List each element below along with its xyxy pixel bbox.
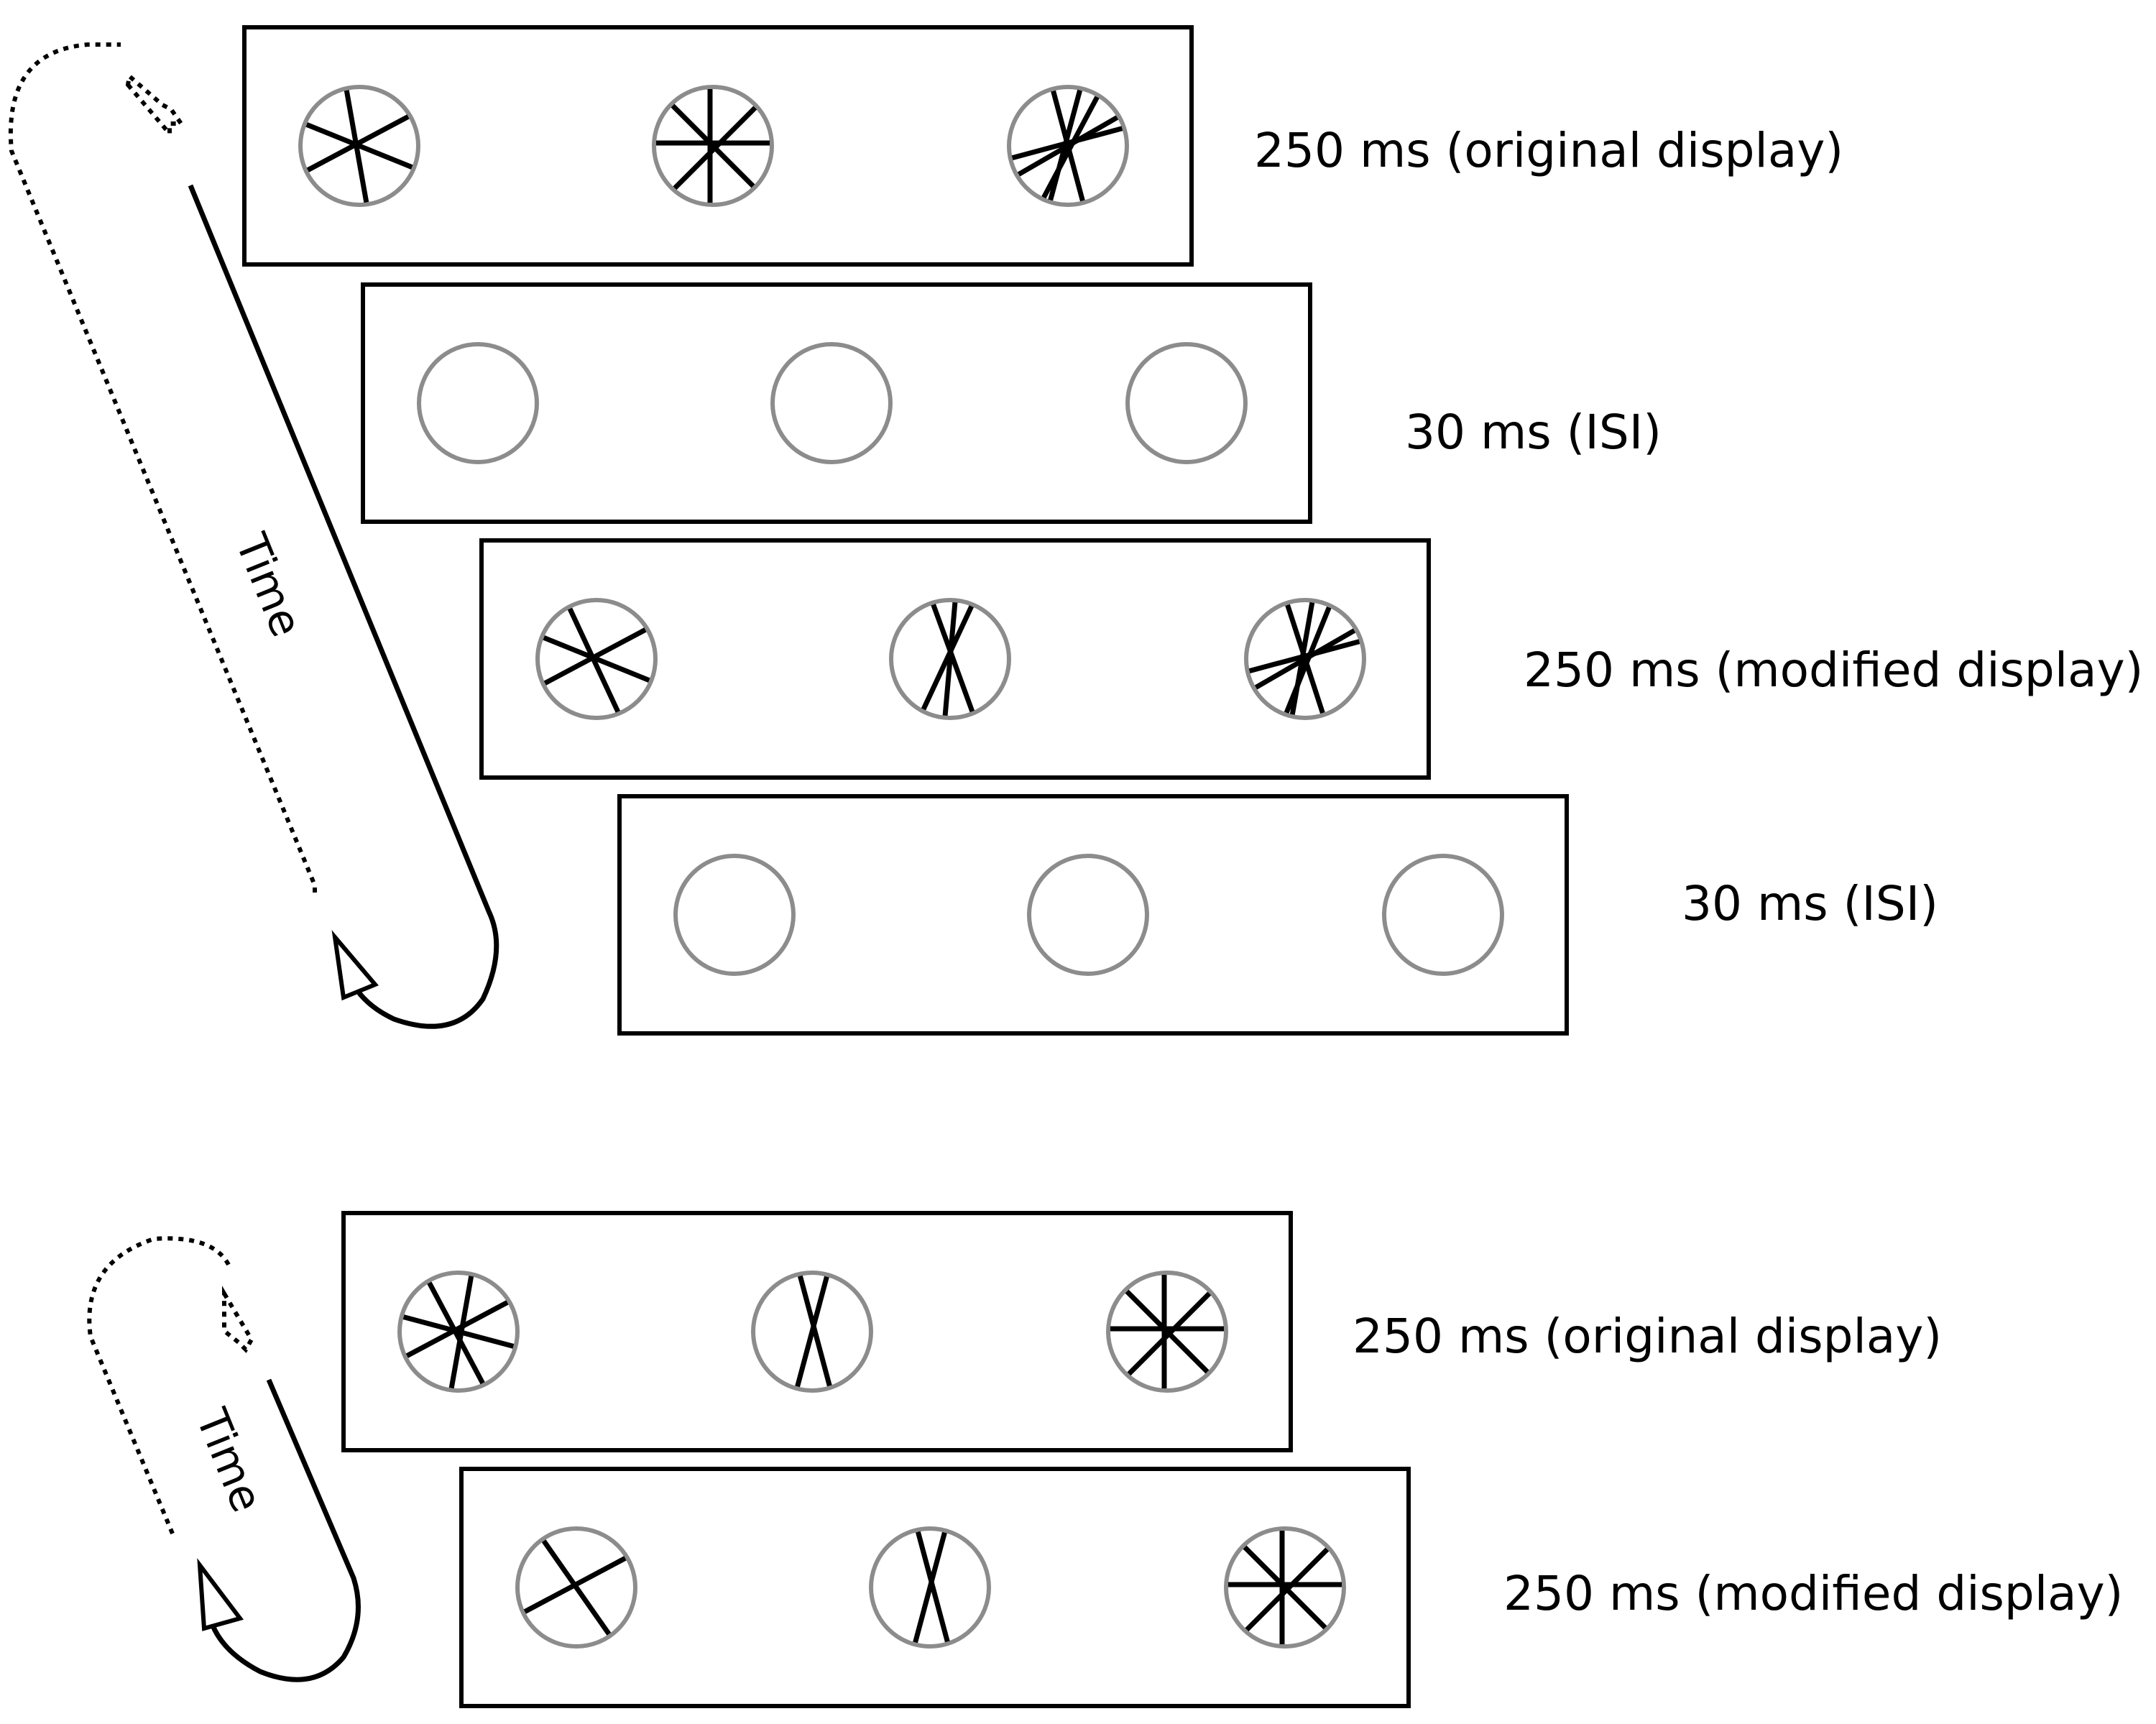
display-frame: 250 ms (original display) xyxy=(341,1211,1942,1452)
frame-duration-label: 250 ms (original display) xyxy=(1254,123,1843,178)
stimulus-line xyxy=(1127,1291,1212,1376)
display-frame: 30 ms (ISI) xyxy=(617,794,1938,1036)
stimulus xyxy=(1125,342,1248,464)
frame-duration-label: 250 ms (original display) xyxy=(1353,1309,1942,1364)
stimulus-line xyxy=(795,1276,829,1388)
stimulus xyxy=(298,85,420,207)
stimulus-line xyxy=(673,106,757,190)
stimulus xyxy=(397,1271,520,1393)
stimulus xyxy=(770,342,893,464)
display-frame: 250 ms (original display) xyxy=(242,25,1843,267)
stimulus-line xyxy=(913,1531,947,1644)
stimulus-circle xyxy=(417,342,539,464)
stimulus xyxy=(535,598,658,720)
stimulus-line xyxy=(1243,1545,1327,1630)
time-label: Time xyxy=(185,1401,272,1518)
time-arrow-path xyxy=(188,184,499,1029)
stimulus xyxy=(673,854,796,976)
display-frame: 250 ms (modified display) xyxy=(479,538,2143,780)
bottom-diagram: 250 ms (modified display) 250 ms (origina… xyxy=(87,1211,2123,1708)
stimulus xyxy=(417,342,539,464)
stimulus-line xyxy=(344,90,369,203)
stimulus xyxy=(1382,854,1504,976)
stimulus xyxy=(1106,1271,1228,1393)
stimulus-line xyxy=(543,635,650,683)
stimulus xyxy=(1007,85,1129,207)
time-label: Time xyxy=(225,526,311,643)
frame-duration-label: 250 ms (modified display) xyxy=(1503,1566,2123,1621)
stimulus-circle xyxy=(1382,854,1504,976)
stimulus-line xyxy=(931,604,975,713)
stimulus xyxy=(1244,598,1366,720)
stimulus xyxy=(1027,854,1149,976)
display-frame: 30 ms (ISI) xyxy=(361,282,1662,524)
stimulus-circle xyxy=(1125,342,1248,464)
stimulus-circle xyxy=(1027,854,1149,976)
time-arrow-path xyxy=(210,1378,361,1682)
stimulus-line xyxy=(921,605,974,711)
loop-back-dashed-path xyxy=(87,1236,232,1535)
stimulus xyxy=(869,1526,991,1649)
stimulus xyxy=(515,1526,637,1649)
loop-back-dashed-arrowhead xyxy=(125,72,185,140)
stimulus-circle xyxy=(770,342,893,464)
stimulus-line xyxy=(427,1281,485,1385)
stimulus xyxy=(889,598,1011,720)
time-arrow-head xyxy=(197,1558,244,1631)
loop-back-dashed-arrowhead xyxy=(222,1286,254,1353)
stimulus-line xyxy=(1245,1547,1330,1632)
top-diagram: 30 ms (ISI) 250 ms (modified display) 30 m… xyxy=(9,25,2143,1036)
stimulus-circle xyxy=(673,854,796,976)
stimulus-line xyxy=(942,601,958,716)
stimulus-line xyxy=(541,1539,612,1636)
stimulus xyxy=(751,1271,873,1393)
stimulus-line xyxy=(1017,115,1119,177)
frame-duration-label: 250 ms (modified display) xyxy=(1524,642,2143,698)
stimulus xyxy=(1224,1526,1346,1649)
stimulus-line xyxy=(305,122,413,170)
stimulus-line xyxy=(1254,628,1356,690)
loop-back-dashed-path xyxy=(9,42,317,893)
stimulus-line xyxy=(671,103,755,188)
stimulus-line xyxy=(567,607,620,713)
stimulus-line xyxy=(402,1314,515,1349)
frame-duration-label: 30 ms (ISI) xyxy=(1405,405,1662,460)
stimulus xyxy=(652,85,774,207)
time-arrow-head xyxy=(331,930,379,1001)
stimulus-line xyxy=(1125,1289,1210,1374)
frame-duration-label: 30 ms (ISI) xyxy=(1682,876,1938,931)
stimulus-line xyxy=(448,1276,474,1389)
display-frame: 250 ms (modified display) xyxy=(459,1467,2123,1708)
